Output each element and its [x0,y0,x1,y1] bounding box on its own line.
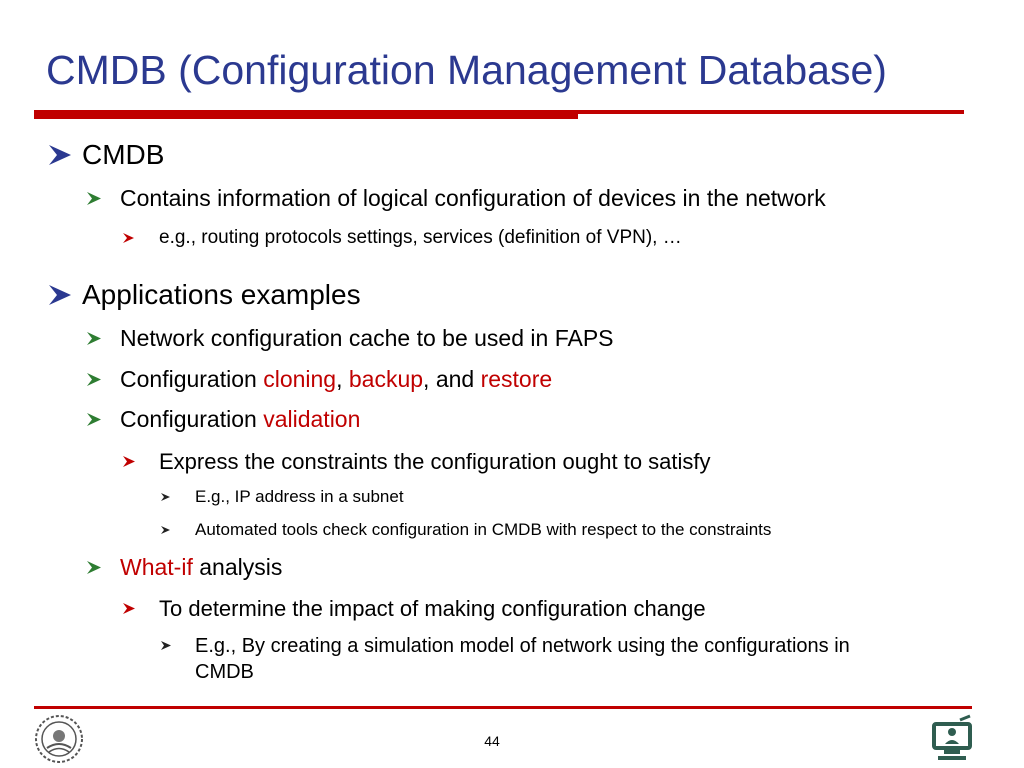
bullet-cloning-backup: Configuration cloning, backup, and resto… [86,365,552,393]
arrow-bullet-icon [161,526,170,534]
arrow-bullet-icon [87,192,101,205]
bullet-text-line1: E.g., By creating a simulation model of … [195,635,850,657]
highlight-backup: backup [348,366,424,392]
title-underline-thin [578,110,964,114]
bullet-text: Contains information of logical configur… [120,185,826,211]
bullet-text: Configuration cloning, backup, and resto… [120,365,552,393]
arrow-bullet-icon [87,373,101,386]
highlight-validation: validation [263,406,361,432]
bullet-cmdb: CMDB [48,138,164,172]
bullet-text: To determine the impact of making config… [159,596,706,621]
arrow-bullet-icon [87,561,101,574]
arrow-bullet-icon [123,603,135,614]
bullet-simulation-model: E.g., By creating a simulation model of … [160,633,850,685]
bullet-express-constraints: Express the constraints the configuratio… [122,448,711,475]
bullet-network-cache: Network configuration cache to be used i… [86,324,614,352]
bullet-determine-impact: To determine the impact of making config… [122,595,706,622]
arrow-bullet-icon [87,332,101,345]
arrow-bullet-icon [123,456,135,467]
title-underline-thick [34,110,578,119]
bullet-text: Network configuration cache to be used i… [120,325,614,351]
bullet-text: CMDB [82,139,165,170]
bullet-text-line2: CMDB [195,661,254,683]
bullet-text: Express the constraints the configuratio… [159,449,711,474]
arrow-bullet-icon [161,493,170,501]
university-seal-icon [35,715,83,763]
highlight-restore: restore [480,366,553,392]
highlight-what-if: What-if [120,554,193,580]
text-plain: Configuration [120,406,264,432]
bullet-automated-tools: Automated tools check configuration in C… [160,519,771,541]
bullet-text: E.g., By creating a simulation model of … [195,633,850,685]
bullet-what-if: What-if analysis [86,553,282,581]
bullet-text: Automated tools check configuration in C… [195,520,772,539]
text-plain: analysis [192,554,283,580]
arrow-bullet-icon [123,233,134,243]
bullet-text: Configuration validation [120,405,360,433]
bullet-eg-routing: e.g., routing protocols settings, servic… [122,226,682,250]
bullet-text: e.g., routing protocols settings, servic… [159,227,682,248]
text-plain: , [336,366,349,392]
bullet-text: Applications examples [82,279,361,310]
computer-user-icon [932,714,972,760]
text-plain: Configuration [120,366,264,392]
bullet-validation: Configuration validation [86,405,360,433]
bullet-contains-info: Contains information of logical configur… [86,184,826,212]
arrow-bullet-icon [87,413,101,426]
arrow-bullet-icon [49,145,71,165]
bullet-ip-subnet: E.g., IP address in a subnet [160,486,404,508]
highlight-cloning: cloning [263,366,337,392]
footer-rule [34,706,972,709]
page-number: 44 [484,733,500,749]
bullet-text: What-if analysis [120,553,282,581]
text-plain: , and [423,366,481,392]
slide-title: CMDB (Configuration Management Database) [46,47,887,93]
arrow-bullet-icon [161,641,171,650]
bullet-applications: Applications examples [48,278,361,312]
bullet-text: E.g., IP address in a subnet [195,487,404,506]
arrow-bullet-icon [49,285,71,305]
